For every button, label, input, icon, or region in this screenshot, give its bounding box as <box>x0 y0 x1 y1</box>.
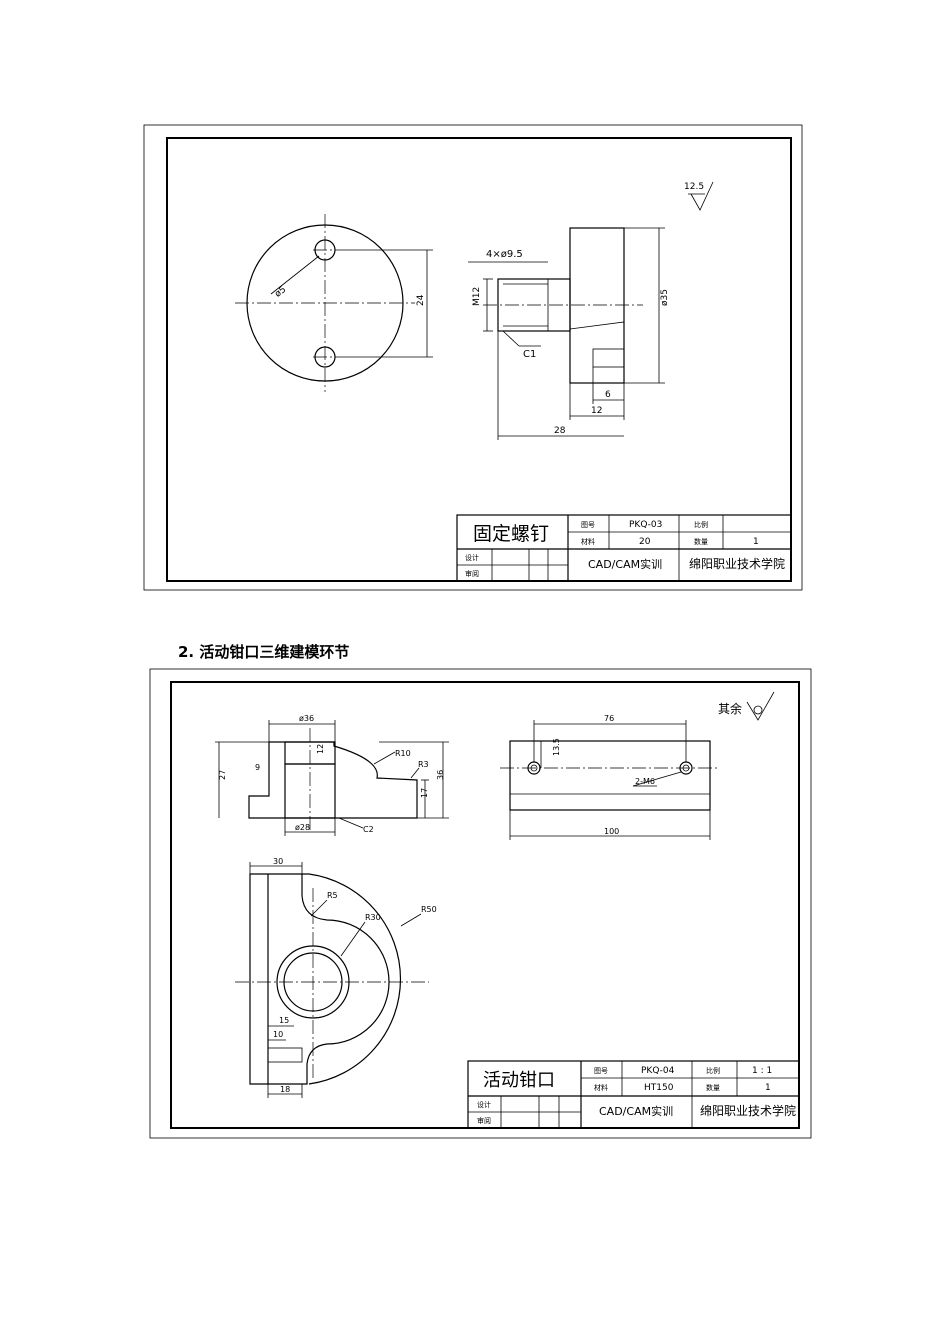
drawing-movable-jaw: 其余 ø36 R10 R3 36 17 12 9 27 ø28 C2 <box>149 668 812 1139</box>
svg-text:20: 20 <box>639 537 651 547</box>
svg-text:10: 10 <box>273 1030 283 1039</box>
svg-text:HT150: HT150 <box>644 1083 674 1093</box>
dim-chamfer: C1 <box>523 349 536 360</box>
side-view: M12 4×ø9.5 C1 ø35 6 12 28 <box>468 227 670 440</box>
svg-text:CAD/CAM实训: CAD/CAM实训 <box>588 557 662 571</box>
title-block-name: 固定螺钉 <box>473 523 549 545</box>
svg-text:ø36: ø36 <box>299 714 314 723</box>
dim-6: 6 <box>605 390 611 400</box>
svg-text:比例: 比例 <box>706 1066 720 1075</box>
svg-text:17: 17 <box>420 788 429 798</box>
svg-text:PKQ-04: PKQ-04 <box>641 1066 675 1076</box>
svg-text:1: 1 <box>753 537 759 547</box>
circle-view: ø5 24 <box>235 214 433 392</box>
svg-text:76: 76 <box>604 714 614 723</box>
svg-text:R10: R10 <box>395 749 411 758</box>
svg-text:审阅: 审阅 <box>465 569 479 578</box>
svg-text:其余: 其余 <box>718 701 742 716</box>
title-block: 固定螺钉 图号 PKQ-03 比例 材料 20 数量 1 设计 审阅 CAD/C… <box>456 514 792 582</box>
dim-outer-dia: ø35 <box>660 289 670 306</box>
svg-text:12: 12 <box>316 744 325 754</box>
svg-text:数量: 数量 <box>694 537 708 546</box>
svg-text:比例: 比例 <box>694 520 708 529</box>
dim-12: 12 <box>591 406 602 416</box>
svg-text:设计: 设计 <box>477 1100 491 1109</box>
svg-text:材料: 材料 <box>594 1083 608 1092</box>
drawing-fixing-screw: 12.5 ø5 24 M12 <box>143 124 803 591</box>
sheet-outer-border <box>143 124 803 591</box>
title-block-name: 活动钳口 <box>483 1070 555 1091</box>
svg-text:数量: 数量 <box>706 1083 720 1092</box>
dim-hole-dia: ø5 <box>273 285 288 300</box>
svg-text:2-M6: 2-M6 <box>635 777 655 786</box>
dim-thread: M12 <box>472 287 482 306</box>
svg-text:15: 15 <box>279 1016 289 1025</box>
svg-text:绵阳职业技术学院: 绵阳职业技术学院 <box>689 556 785 571</box>
svg-text:ø28: ø28 <box>295 823 310 832</box>
svg-text:图号: 图号 <box>594 1067 608 1075</box>
top-view: 76 13.5 2-M6 100 <box>500 714 720 840</box>
svg-text:1: 1 <box>765 1083 771 1093</box>
svg-text:18: 18 <box>280 1085 290 1094</box>
svg-text:R30: R30 <box>365 913 381 922</box>
dim-holes-spec: 4×ø9.5 <box>486 249 523 260</box>
other-roughness: 其余 <box>718 691 775 721</box>
svg-text:27: 27 <box>218 770 227 780</box>
svg-text:R5: R5 <box>327 891 338 900</box>
svg-text:1 : 1: 1 : 1 <box>752 1066 772 1076</box>
svg-text:36: 36 <box>436 770 445 780</box>
svg-text:R50: R50 <box>421 905 437 914</box>
svg-text:设计: 设计 <box>465 553 479 562</box>
svg-text:R3: R3 <box>418 760 429 769</box>
svg-text:30: 30 <box>273 857 283 866</box>
svg-text:材料: 材料 <box>581 537 595 546</box>
svg-text:9: 9 <box>255 763 260 772</box>
svg-text:审阅: 审阅 <box>477 1116 491 1125</box>
sheet-outer-border <box>149 668 812 1139</box>
svg-text:PKQ-03: PKQ-03 <box>629 520 662 530</box>
plan-view: 30 R5 R30 R50 15 10 18 <box>235 857 437 1098</box>
section-heading: 2. 活动钳口三维建模环节 <box>178 643 350 661</box>
title-block: 活动钳口 图号 PKQ-04 比例 1 : 1 材料 HT150 数量 1 设计… <box>467 1060 800 1129</box>
svg-text:C2: C2 <box>363 825 374 834</box>
dim-28: 28 <box>554 426 566 436</box>
svg-text:图号: 图号 <box>581 521 595 529</box>
dim-pitch: 24 <box>416 294 426 306</box>
svg-text:CAD/CAM实训: CAD/CAM实训 <box>599 1104 673 1118</box>
svg-text:绵阳职业技术学院: 绵阳职业技术学院 <box>700 1103 796 1118</box>
svg-text:13.5: 13.5 <box>552 738 561 756</box>
svg-text:12.5: 12.5 <box>684 182 704 192</box>
section-view: ø36 R10 R3 36 17 12 9 27 ø28 C2 <box>215 714 449 836</box>
svg-text:100: 100 <box>604 827 619 836</box>
roughness-symbol: 12.5 <box>684 181 714 211</box>
